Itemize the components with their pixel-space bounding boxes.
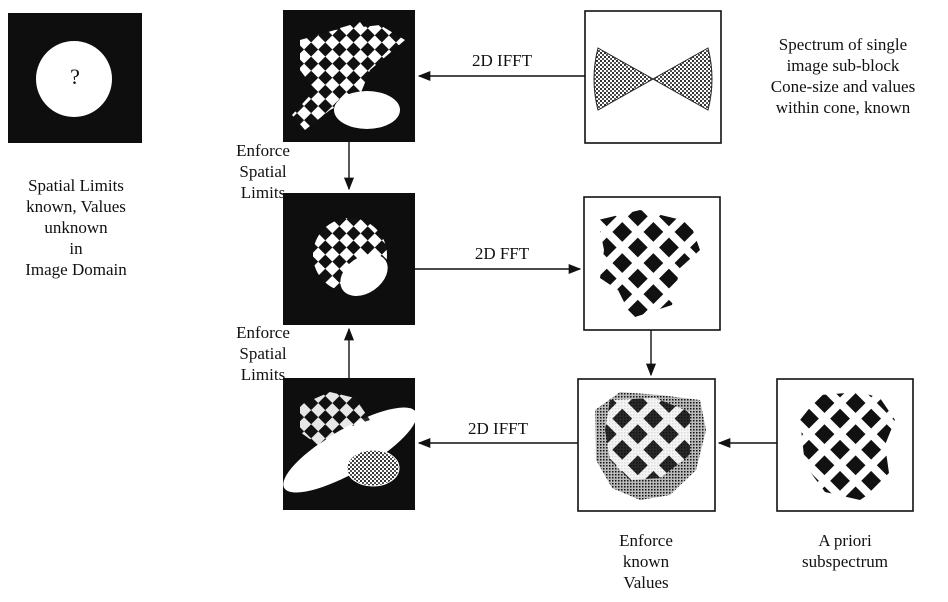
label-line: known, Values (26, 197, 126, 216)
question-mark: ? (70, 64, 80, 89)
enforce-spatial-label-top: Enforce Spatial Limits (218, 140, 308, 203)
unknown-block (8, 13, 142, 143)
label-line: known (622, 552, 670, 571)
label-line: Limits (240, 183, 286, 202)
label-line: Spatial (239, 344, 287, 363)
label-line: Enforce (619, 531, 673, 550)
label-line: Image Domain (25, 260, 127, 279)
label-line: Enforce (236, 141, 290, 160)
label-line: within cone, known (775, 98, 911, 117)
label-line: A priori (818, 531, 872, 550)
label-line: Cone-size and values (770, 77, 916, 96)
arrows (343, 70, 777, 449)
label-line: image sub-block (786, 56, 900, 75)
label-line: Enforce (236, 323, 290, 342)
label-line: Limits (240, 365, 286, 384)
enforce-known-label: Enforce known Values (586, 530, 706, 593)
spatial-block-bottom (283, 378, 417, 510)
spatial-limits-label: Spatial Limits known, Values unknown in … (0, 175, 152, 280)
label-line: Spatial (239, 162, 287, 181)
label-line: Values (623, 573, 669, 592)
arrow-label-ifft-top: 2D IFFT (472, 51, 532, 70)
spectrum-block-enforced (577, 378, 716, 512)
spatial-block-top (283, 10, 415, 142)
label-line: subspectrum (802, 552, 888, 571)
enforce-spatial-label-bottom: Enforce Spatial Limits (218, 322, 308, 385)
spectrum-description: Spectrum of single image sub-block Cone-… (748, 34, 938, 118)
spectrum-cone-block (584, 10, 722, 144)
arrow-label-ifft-bottom: 2D IFFT (468, 419, 528, 438)
spatial-block-middle (283, 193, 415, 325)
a-priori-label: A priori subspectrum (780, 530, 910, 572)
spectrum-block-middle (583, 196, 721, 331)
label-line: in (69, 239, 83, 258)
a-priori-block (776, 378, 914, 512)
arrow-label-fft-middle: 2D FFT (474, 244, 530, 263)
label-line: Spatial Limits (28, 176, 124, 195)
label-line: Spectrum of single (778, 35, 908, 54)
label-line: unknown (44, 218, 108, 237)
